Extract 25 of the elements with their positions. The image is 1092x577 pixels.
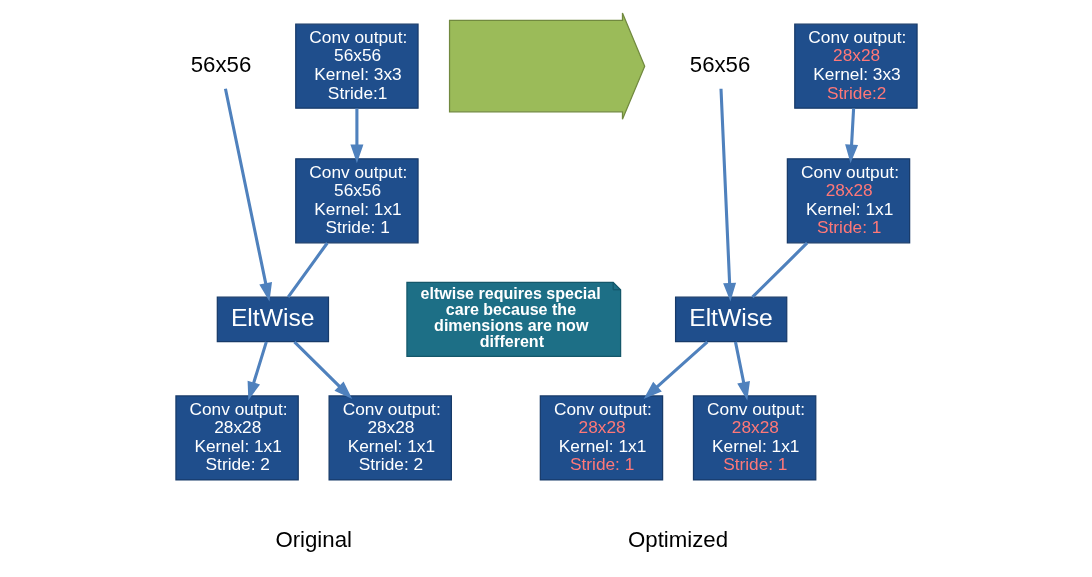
node-box: Conv output: 28x28 Kernel: 1x1 Stride: 1	[692, 395, 816, 481]
node-box: EltWise	[216, 296, 329, 343]
node-box: Conv output: 28x28 Kernel: 1x1 Stride: 1	[539, 395, 663, 481]
node-box: Conv output: 28x28 Kernel: 3x3 Stride:2	[793, 23, 918, 109]
arrow	[844, 108, 858, 164]
arrow	[349, 108, 363, 164]
arrow	[223, 88, 272, 302]
node-box: Conv output: 28x28 Kernel: 1x1 Stride: 2	[174, 395, 299, 481]
node-box: EltWise	[674, 296, 787, 343]
node-text: 56x56	[190, 51, 251, 77]
node-box: Conv output: 56x56 Kernel: 3x3 Stride:1	[294, 23, 419, 109]
connector	[286, 242, 329, 298]
node-text: 56x56	[689, 51, 750, 77]
node-arrow	[448, 12, 645, 120]
node-box: Conv output: 28x28 Kernel: 1x1 Stride: 2	[328, 395, 452, 481]
connector	[750, 241, 808, 299]
label: Optimized	[627, 527, 728, 553]
arrow	[292, 340, 352, 400]
arrow	[718, 88, 736, 302]
node-box: Conv output: 56x56 Kernel: 1x1 Stride: 1	[294, 158, 419, 244]
arrow	[247, 341, 268, 401]
label: Original	[274, 527, 352, 553]
node-box: Conv output: 28x28 Kernel: 1x1 Stride: 1	[786, 158, 910, 244]
arrow	[733, 341, 750, 401]
arrow	[643, 340, 708, 399]
